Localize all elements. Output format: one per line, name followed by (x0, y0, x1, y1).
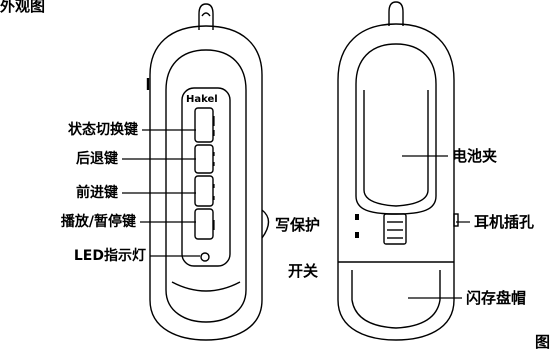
label-battery-clip: 电池夹 (452, 147, 498, 165)
back-lanyard-loop (388, 1, 404, 26)
label-status-switch-key: 状态切换键 (68, 122, 138, 138)
caption-fragment: 外观图 (0, 0, 46, 15)
front-lanyard-ring (201, 12, 211, 17)
battery-clip (355, 43, 437, 215)
play-pause-key (194, 208, 214, 240)
front-side-bump (261, 209, 270, 239)
front-inner-bezel (165, 49, 247, 323)
label-earphone-jack: 耳机插孔 (474, 213, 535, 231)
led-indicator (200, 252, 210, 262)
brand-logo-text: Hakel (186, 94, 218, 105)
label-write-protect-line1: 写保护 (275, 216, 321, 234)
write-protect-switch (383, 213, 407, 245)
earphone-jack (453, 213, 459, 227)
label-led-indicator: LED指示灯 (73, 248, 146, 264)
back-view (337, 1, 459, 341)
leader-lines (122, 129, 470, 299)
back-key (194, 144, 214, 174)
label-flash-cap: 闪存盘帽 (466, 289, 527, 307)
front-lanyard-loop (198, 3, 214, 30)
label-back-key: 后退键 (76, 151, 118, 167)
forward-key (194, 175, 214, 207)
battery-clip-inner (363, 90, 429, 207)
wp-marks (355, 214, 359, 238)
label-play-pause-key: 播放/暂停键 (60, 214, 136, 230)
figure-mark: 图 (535, 333, 550, 351)
front-view (146, 3, 270, 341)
flash-cap-inner (351, 270, 441, 329)
back-body-outline (337, 23, 455, 341)
label-forward-key: 前进键 (76, 185, 118, 201)
label-write-protect-line2: 开关 (288, 262, 319, 280)
status-switch-key (194, 107, 214, 143)
front-body-outline (149, 25, 263, 341)
control-panel (181, 87, 231, 267)
front-lower-contour (171, 281, 241, 292)
